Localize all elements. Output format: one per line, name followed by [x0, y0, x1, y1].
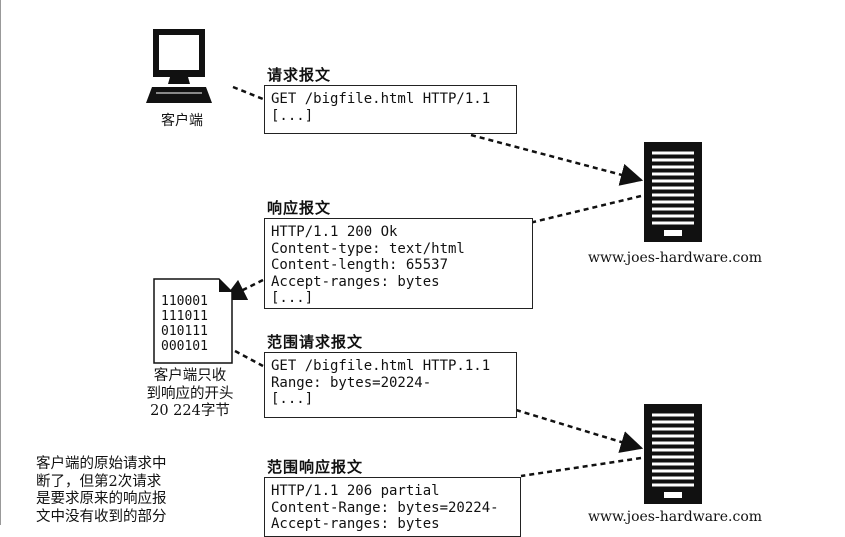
- response-line: Accept-ranges: bytes: [271, 273, 440, 290]
- file-bits-line: 000101: [161, 339, 208, 354]
- range-request-line: [...]: [271, 391, 314, 407]
- request-line: GET /bigfile.html HTTP/1.1: [271, 91, 491, 107]
- partial-caption: 客户端只收 到响应的开头 20 224字节: [125, 368, 255, 421]
- range-request-diagram: 客户端 请求报文 GET /bigfile.html HTTP/1.1 [...…: [0, 0, 763, 537]
- arrow-file-to-range-request: [234, 349, 264, 368]
- request-line: [...]: [271, 107, 314, 124]
- response-title: 响应报文: [267, 199, 332, 217]
- arrow-request-to-server: [470, 133, 644, 186]
- interruption-note: 客户端的原始请求中 断了，但第2次请求 是要求原来的响应报 文中没有收到的部分: [36, 456, 167, 526]
- partial-file-document: 110001 111011 010111 000101: [153, 278, 233, 364]
- arrow-server-to-range-response: [520, 456, 642, 478]
- range-request-line: GET /bigfile.html HTTP.1.1: [271, 358, 491, 374]
- response-line: HTTP/1.1 200 Ok: [271, 224, 398, 240]
- response-message-box: HTTP/1.1 200 Ok Content-type: text/html …: [264, 218, 533, 309]
- arrow-layer: [222, 85, 644, 478]
- request-message-box: GET /bigfile.html HTTP/1.1 [...]: [264, 85, 517, 134]
- partial-caption-line: 20 224字节: [150, 403, 230, 419]
- arrow-server-to-response: [520, 194, 642, 227]
- document-icon: [153, 278, 233, 364]
- file-bits-line: 010111: [161, 324, 208, 339]
- range-response-title: 范围响应报文: [267, 458, 364, 476]
- server-icon: [644, 142, 702, 242]
- server-icon: [644, 404, 702, 504]
- range-request-message-box: GET /bigfile.html HTTP.1.1 Range: bytes=…: [264, 352, 517, 418]
- range-request-line: Range: bytes=20224-: [271, 374, 432, 391]
- partial-caption-line: 客户端只收: [153, 368, 227, 384]
- client-label: 客户端: [161, 113, 203, 129]
- note-line: 是要求原来的响应报: [36, 491, 167, 507]
- note-line: 断了，但第2次请求: [36, 473, 162, 490]
- range-request-title: 范围请求报文: [267, 333, 364, 351]
- range-response-line: HTTP/1.1 206 partial: [271, 483, 440, 499]
- server-label: www.joes-hardware.com: [588, 509, 763, 525]
- arrow-client-to-request: [232, 85, 264, 101]
- range-response-line: Accept-ranges: bytes: [271, 516, 440, 532]
- arrow-range-request-to-server: [515, 408, 644, 453]
- file-bits-line: 111011: [161, 309, 208, 324]
- arrow-response-to-file: [222, 278, 264, 301]
- file-bits-line: 110001: [161, 294, 208, 309]
- request-title: 请求报文: [267, 66, 332, 84]
- note-line: 客户端的原始请求中: [36, 456, 167, 472]
- server-label: www.joes-hardware.com: [588, 250, 763, 266]
- partial-caption-line: 到响应的开头: [146, 385, 234, 402]
- range-response-line: Content-Range: bytes=20224-: [271, 499, 499, 516]
- response-line: [...]: [271, 290, 314, 306]
- response-line: Content-length: 65537: [271, 257, 449, 273]
- note-line: 文中没有收到的部分: [36, 508, 167, 525]
- response-line: Content-type: text/html: [271, 240, 465, 257]
- computer-icon: [146, 29, 212, 103]
- range-response-message-box: HTTP/1.1 206 partial Content-Range: byte…: [264, 477, 521, 537]
